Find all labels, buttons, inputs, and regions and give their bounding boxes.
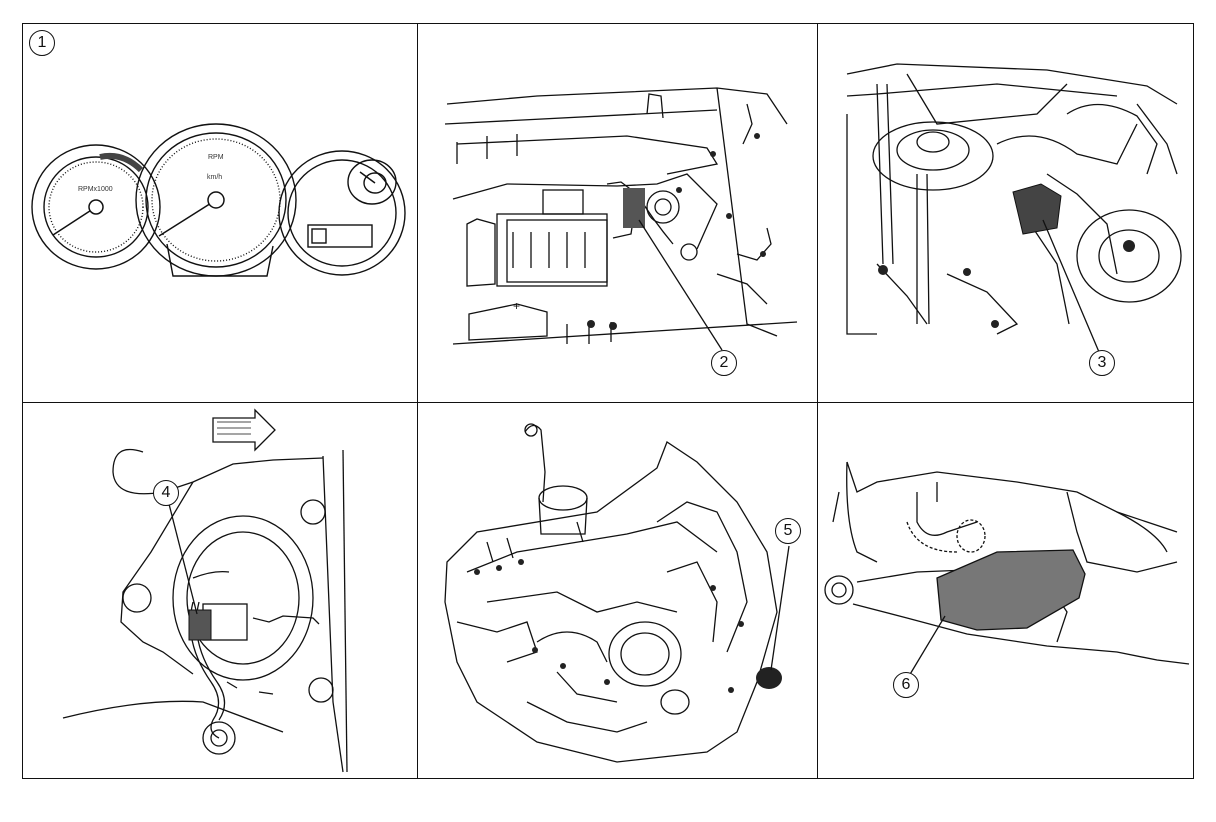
figure-grid: 1 bbox=[22, 23, 1194, 779]
battery-plus-sign: + bbox=[513, 299, 520, 313]
engine-bay-drawing: + bbox=[444, 87, 798, 351]
instrument-cluster-drawing bbox=[31, 123, 406, 277]
grid-divider-row bbox=[23, 402, 1193, 403]
sensor-housing-drawing bbox=[62, 408, 348, 773]
control-unit-drawing bbox=[824, 461, 1190, 677]
callout-1: 1 bbox=[29, 30, 55, 56]
panel-transaxle: 5 bbox=[417, 402, 817, 780]
transaxle-drawing bbox=[444, 423, 790, 763]
tach-label: RPMx1000 bbox=[78, 186, 113, 193]
direction-arrow-icon bbox=[212, 408, 276, 452]
panel-strut-tower-connector: 3 bbox=[817, 24, 1195, 402]
callout-5: 5 bbox=[775, 518, 801, 544]
grid-divider-2 bbox=[817, 24, 818, 778]
panel-engine-bay-fusebox: + 2 bbox=[417, 24, 817, 402]
grid-divider-1 bbox=[417, 24, 418, 778]
callout-3: 3 bbox=[1089, 350, 1115, 376]
strut-tower-drawing bbox=[846, 63, 1182, 353]
panel-instrument-cluster: 1 bbox=[23, 24, 417, 402]
callout-4: 4 bbox=[153, 480, 179, 506]
callout-2: 2 bbox=[711, 350, 737, 376]
callout-6: 6 bbox=[893, 672, 919, 698]
panel-sensor-housing: 4 bbox=[23, 402, 417, 780]
speedo-unit-label: km/h bbox=[207, 174, 223, 181]
panel-control-unit: 6 bbox=[817, 402, 1195, 780]
speedo-top-label: RPM bbox=[208, 154, 224, 161]
